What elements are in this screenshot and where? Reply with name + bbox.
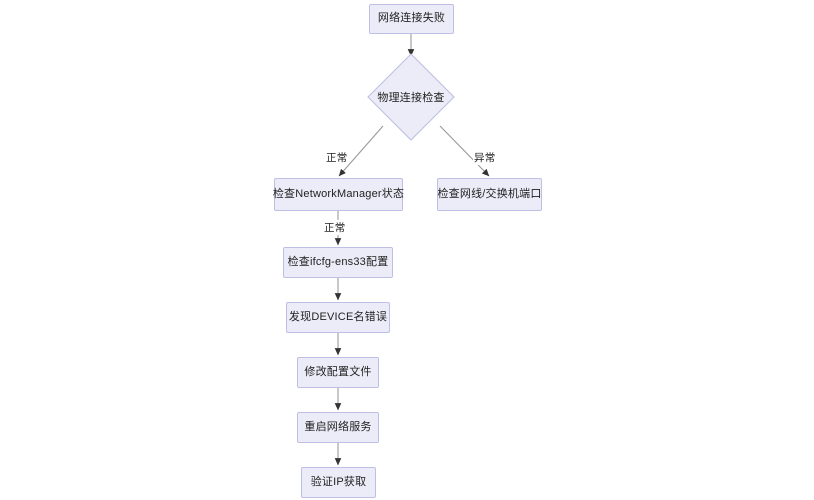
node-modify-cfg[interactable]: 修改配置文件 — [297, 357, 379, 388]
node-check-nm[interactable]: 检查NetworkManager状态 — [272, 178, 405, 211]
edge-label-abnormal-1: 异常 — [473, 150, 497, 165]
edge-check-phys-to-check-nm — [338, 125, 384, 177]
node-check-phys-label: 物理连接检查 — [377, 92, 445, 104]
node-check-cable[interactable]: 检查网线/交换机端口 — [437, 178, 542, 211]
node-start[interactable]: 网络连接失败 — [369, 4, 454, 34]
node-verify-ip-label: 验证IP获取 — [310, 475, 367, 488]
node-modify-cfg-label: 修改配置文件 — [304, 365, 372, 378]
edge-label-normal-2-text: 正常 — [324, 222, 346, 234]
node-start-label: 网络连接失败 — [377, 12, 446, 25]
edge-label-normal-1: 正常 — [325, 150, 349, 165]
node-check-phys[interactable]: 物理连接检查 — [363, 49, 459, 145]
node-check-cable-label: 检查网线/交换机端口 — [437, 187, 542, 200]
node-check-ifcfg-label: 检查ifcfg-ens33配置 — [287, 255, 389, 268]
edge-label-abnormal-1-text: 异常 — [474, 152, 496, 164]
node-found-error-label: 发现DEVICE名错误 — [288, 310, 388, 323]
diamond-shape — [367, 53, 455, 141]
node-restart-net-label: 重启网络服务 — [304, 420, 372, 433]
node-found-error[interactable]: 发现DEVICE名错误 — [286, 302, 390, 333]
node-check-nm-label: 检查NetworkManager状态 — [272, 187, 405, 200]
node-verify-ip[interactable]: 验证IP获取 — [301, 467, 376, 498]
edge-label-normal-1-text: 正常 — [326, 152, 348, 164]
edge-check-phys-to-check-cable — [439, 125, 490, 177]
node-restart-net[interactable]: 重启网络服务 — [297, 412, 379, 443]
edge-label-normal-2: 正常 — [323, 220, 347, 235]
node-check-ifcfg[interactable]: 检查ifcfg-ens33配置 — [283, 247, 393, 278]
